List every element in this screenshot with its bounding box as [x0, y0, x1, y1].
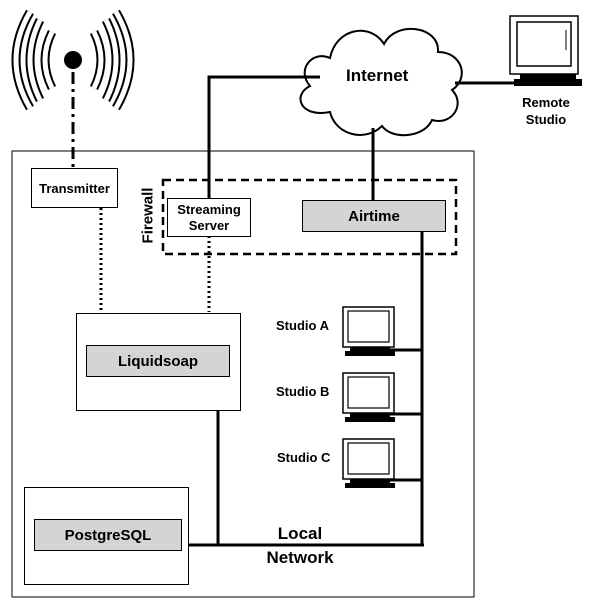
airtime-label: Airtime — [348, 207, 400, 225]
studio-b-label: Studio B — [276, 384, 330, 399]
airtime-box: Airtime — [302, 200, 446, 232]
cloud-icon — [299, 27, 463, 137]
postgresql-box: PostgreSQL — [34, 519, 182, 551]
internet-label: Internet — [346, 66, 409, 85]
transmitter-label: Transmitter — [39, 180, 110, 196]
firewall-label: Firewall — [139, 187, 157, 244]
remote-studio-label: Remote Studio — [522, 95, 570, 127]
network-wires — [187, 75, 515, 547]
radio-antenna-icon — [11, 9, 135, 111]
computer-monitor-icon — [342, 438, 395, 488]
streaming-server-box: Streaming Server — [167, 198, 251, 237]
local-network-label: Local Network — [266, 524, 334, 567]
computer-monitor-icon — [342, 372, 395, 422]
transmitter-box: Transmitter — [31, 168, 118, 208]
computer-monitor-icon — [509, 15, 582, 86]
audio-links — [99, 208, 211, 312]
firewall-zone — [161, 178, 458, 256]
studio-a-label: Studio A — [276, 318, 329, 333]
computer-monitor-icon — [342, 306, 395, 356]
streaming-server-label: Streaming Server — [177, 201, 241, 233]
studio-c-label: Studio C — [277, 450, 331, 465]
postgresql-label: PostgreSQL — [64, 526, 152, 544]
station-boundary — [11, 150, 475, 598]
liquidsoap-label: Liquidsoap — [118, 352, 198, 370]
liquidsoap-box: Liquidsoap — [86, 345, 230, 377]
